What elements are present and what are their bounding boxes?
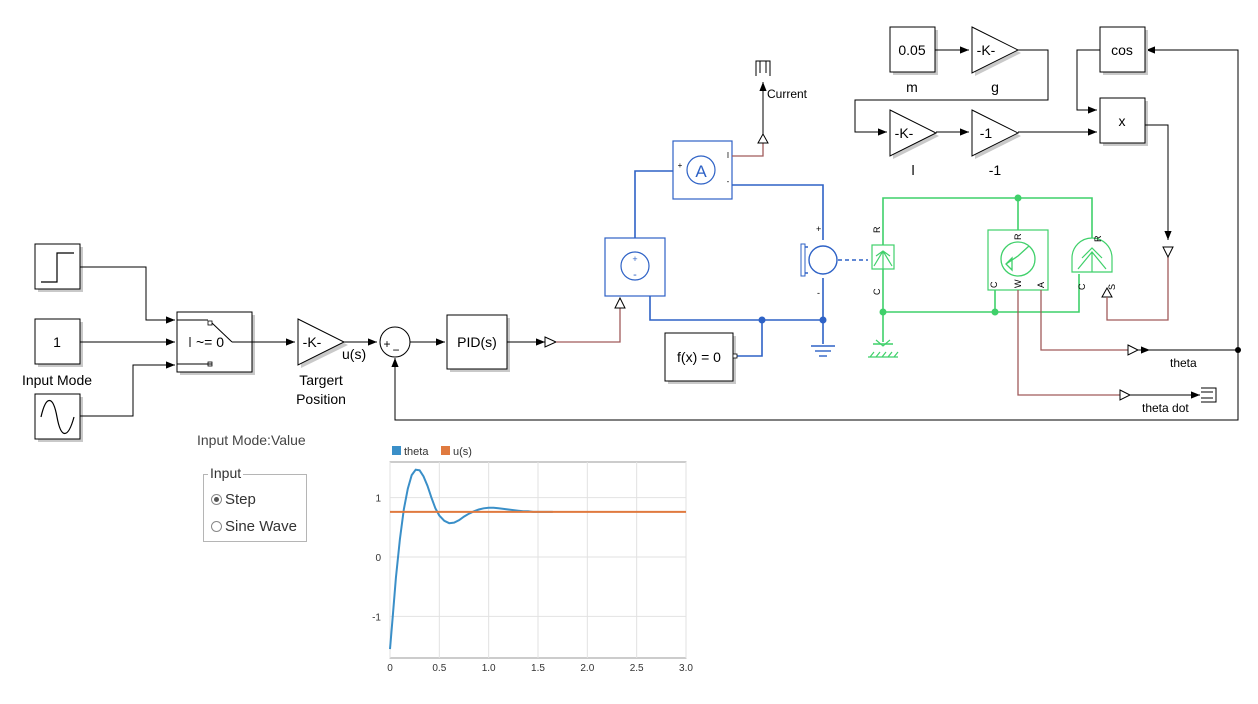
legend-label-u: u(s) [453, 446, 472, 458]
vs-minus: - [633, 269, 637, 281]
current-label: Current [767, 87, 808, 101]
x-tick-label: 1.0 [482, 663, 496, 674]
constant-input-value: 1 [53, 334, 61, 350]
svg-text:+: + [678, 161, 683, 170]
y-axis-ticks: 1 0 -1 [372, 494, 381, 624]
svg-text:W: W [1013, 279, 1023, 288]
electrical-ground [811, 345, 835, 357]
svg-text:-: - [817, 288, 820, 298]
voltage-source-block[interactable]: + - [604, 237, 666, 297]
y-tick-label: -1 [372, 612, 381, 623]
chart-legend: theta u(s) [392, 446, 472, 458]
radio-step-label: Step [225, 491, 256, 508]
ammeter-block[interactable]: A + I - [672, 140, 733, 200]
mechanical-reference [868, 339, 899, 358]
svg-text:I: I [727, 151, 729, 160]
switch-threshold: ~= 0 [196, 334, 224, 350]
sum-minus-sign: − [392, 343, 399, 357]
gravity-gain-text: -K- [977, 42, 996, 58]
solver-configuration-block[interactable]: f(x) = 0 [664, 332, 738, 384]
input-radio-group: Input Step Sine Wave [203, 465, 307, 542]
x-tick-label: 1.5 [531, 663, 545, 674]
negate-gain-block[interactable]: -1 [971, 109, 1021, 159]
target-gain-block[interactable]: -K- [297, 318, 348, 368]
scope-chart: theta u(s) 0 0.5 1.0 1.5 2.0 2.5 3.0 1 0 -1 [372, 446, 693, 674]
svg-text:R: R [1093, 235, 1103, 242]
svg-text:C: C [989, 281, 999, 288]
input-group-title: Input [208, 465, 244, 481]
x-tick-label: 3.0 [679, 663, 693, 674]
chart-grid [389, 462, 687, 658]
current-scope-terminator [755, 60, 771, 76]
svg-text:+: + [816, 224, 821, 234]
sine-source-block[interactable] [34, 393, 83, 442]
legend-label-theta: theta [404, 446, 429, 458]
product-text: x [1119, 113, 1126, 129]
length-gain-text: -K- [895, 125, 914, 141]
switch-block[interactable]: ~= 0 [176, 311, 255, 375]
x-tick-label: 0.5 [432, 663, 446, 674]
legend-swatch-u [441, 446, 450, 455]
gravity-label: g [991, 79, 999, 95]
sum-plus-sign: + [383, 337, 390, 351]
svg-text:-: - [727, 177, 730, 186]
gravity-gain-block[interactable]: -K- [971, 26, 1021, 76]
pid-controller-text: PID(s) [457, 334, 497, 350]
length-gain-block[interactable]: -K- [889, 109, 939, 159]
radio-sine-indicator[interactable] [211, 521, 222, 532]
product-block[interactable]: x [1099, 97, 1148, 146]
solver-text: f(x) = 0 [677, 349, 721, 365]
rotational-sensor-left[interactable]: R C [871, 226, 895, 295]
radio-sine-label: Sine Wave [225, 518, 297, 535]
vs-plus: + [632, 254, 637, 264]
x-axis-ticks: 0 0.5 1.0 1.5 2.0 2.5 3.0 [387, 663, 693, 674]
radio-step-indicator[interactable] [211, 494, 222, 505]
sum-block[interactable]: + − [379, 326, 411, 358]
svg-text:R: R [872, 226, 882, 233]
cos-text: cos [1111, 42, 1133, 58]
u-signal-label: u(s) [342, 346, 366, 362]
dc-motor-block[interactable]: + - [800, 224, 868, 298]
pid-controller-block[interactable]: PID(s) [446, 314, 510, 372]
negate-label: -1 [989, 162, 1002, 178]
x-tick-label: 2.5 [630, 663, 644, 674]
chart-series [389, 468, 686, 650]
radio-option-step[interactable]: Step [211, 491, 256, 508]
svg-text:C: C [872, 288, 882, 295]
mass-constant-block[interactable]: 0.05 [889, 26, 938, 75]
svg-text:R: R [1013, 233, 1023, 240]
torque-source-block[interactable]: R C S [1071, 235, 1117, 290]
theta-label: theta [1170, 356, 1197, 370]
target-label-line2: Position [296, 391, 346, 407]
constant-input-block[interactable]: 1 [34, 318, 83, 367]
mass-value: 0.05 [898, 42, 925, 58]
legend-swatch-theta [392, 446, 401, 455]
svg-text:S: S [1107, 284, 1117, 290]
target-label-line1: Targert [299, 372, 343, 388]
ammeter-symbol: A [695, 162, 707, 181]
theta-dot-label: theta dot [1142, 401, 1189, 415]
ps-converter-port [544, 336, 558, 348]
cos-block[interactable]: cos [1099, 26, 1148, 75]
y-tick-label: 1 [375, 494, 381, 505]
mass-label: m [906, 79, 918, 95]
input-mode-value-label: Input Mode:Value [197, 432, 306, 448]
theta-dot-terminator [1201, 387, 1217, 403]
step-source-block[interactable] [34, 243, 83, 292]
radio-option-sine-wave[interactable]: Sine Wave [211, 518, 297, 535]
negate-gain-text: -1 [980, 125, 993, 141]
svg-text:A: A [1036, 282, 1046, 288]
x-tick-label: 0 [387, 663, 393, 674]
svg-text:C: C [1077, 283, 1087, 290]
target-gain-text: -K- [303, 334, 322, 350]
length-label: l [911, 162, 914, 178]
x-tick-label: 2.0 [580, 663, 594, 674]
y-tick-label: 0 [375, 553, 381, 564]
input-mode-label: Input Mode [22, 372, 92, 388]
ideal-rotational-motion-sensor[interactable]: R C W A [987, 229, 1049, 291]
